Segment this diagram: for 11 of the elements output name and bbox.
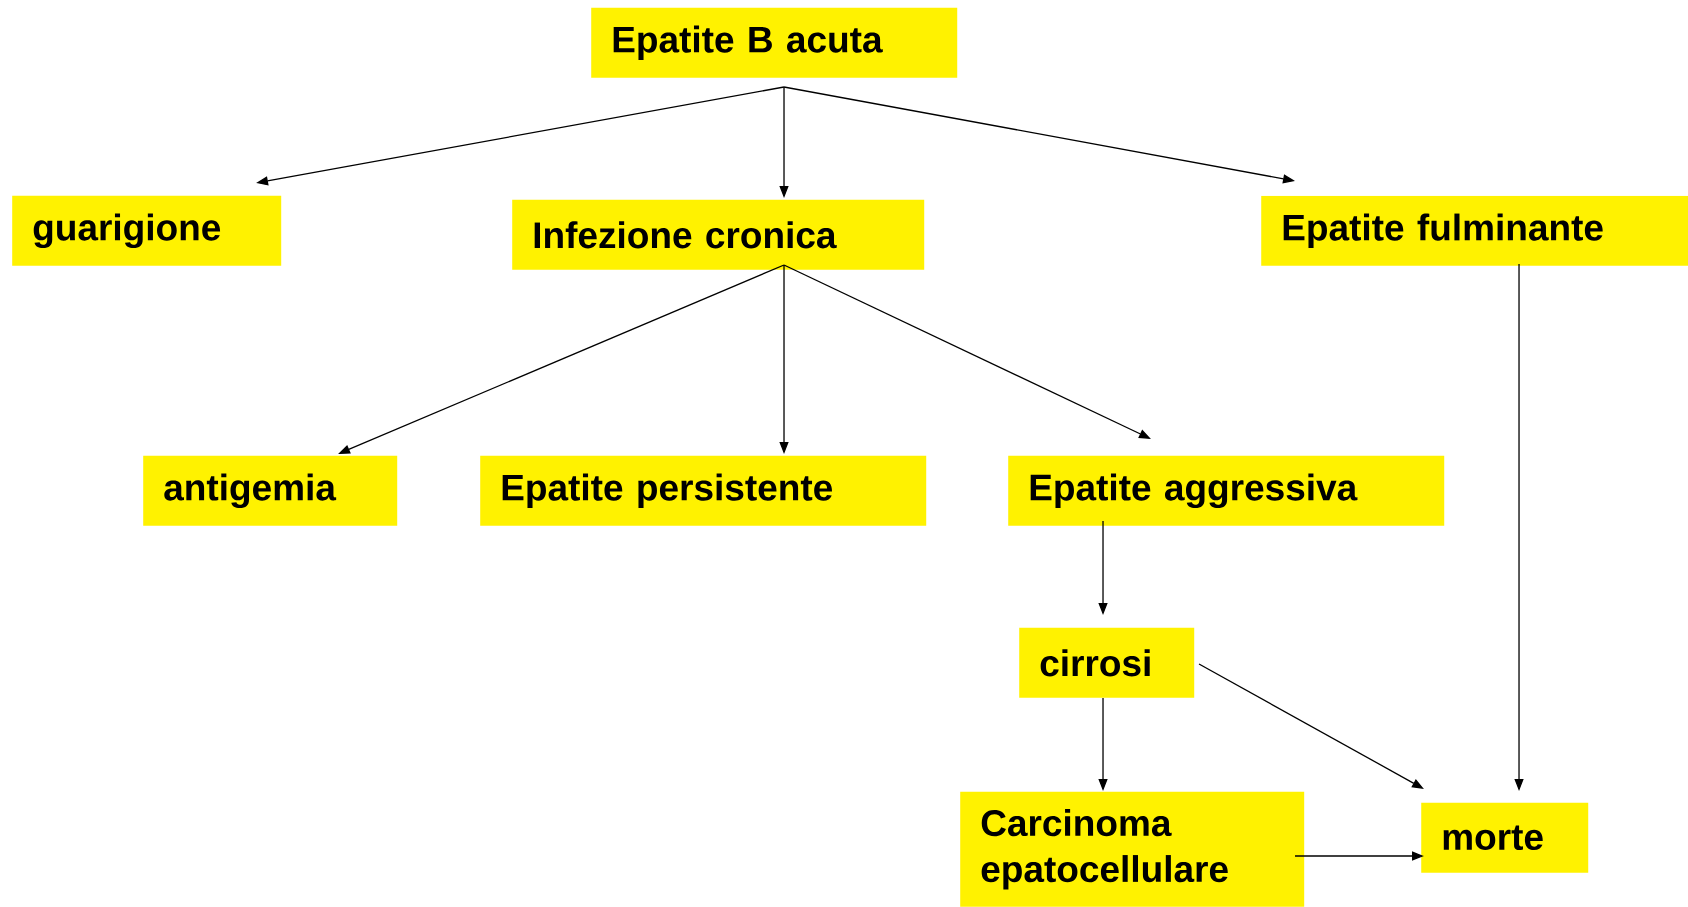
process-box: guarigione [12, 195, 282, 266]
process-box: Carcinoma epatocellulare [960, 791, 1305, 907]
process-box: antigemia [143, 455, 398, 526]
process-box: Infezione cronica [512, 199, 925, 270]
process-box: Epatite persistente [480, 455, 927, 526]
process-box: morte [1421, 802, 1589, 873]
process-box: Epatite aggressiva [1008, 455, 1445, 526]
process-box: Epatite fulminante [1261, 195, 1688, 266]
process-box: cirrosi [1019, 627, 1195, 698]
arrow [1198, 663, 1424, 789]
process-box: Epatite B acuta [591, 7, 958, 78]
